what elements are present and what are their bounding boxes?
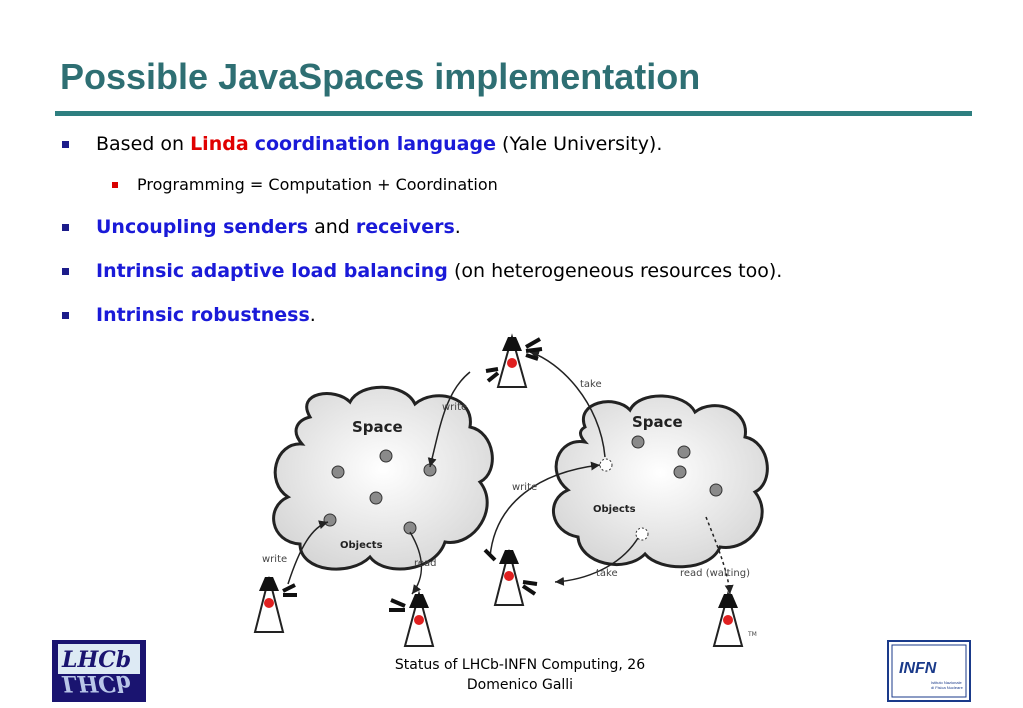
bullet-text: . (309, 304, 316, 326)
robustness-term: Intrinsic robustness (96, 304, 310, 326)
duke-mascot-bottom-right: TM (712, 590, 757, 647)
write-label-middle: write (512, 482, 537, 493)
footer-line2: Domenico Galli (466, 677, 574, 693)
bullet-robustness: Intrinsic robustness. (62, 304, 316, 326)
read-arrow (409, 531, 423, 595)
object-dot (709, 483, 723, 497)
object-dot (403, 521, 417, 535)
bullet-marker (62, 224, 69, 231)
svg-text:INFN: INFN (899, 660, 937, 677)
take-label-bottom: take (596, 568, 618, 579)
javaspaces-diagram: Space Objects Space Objects write take w… (253, 333, 769, 647)
bullet-marker (62, 141, 69, 148)
coordination-term: coordination language (254, 133, 496, 155)
write-arrow-top (427, 371, 471, 468)
duke-mascot-bottom-left (253, 576, 297, 633)
objects-label-right: Objects (593, 504, 636, 515)
bullet-load-balancing: Intrinsic adaptive load balancing (on he… (62, 260, 783, 282)
object-dot (379, 449, 393, 463)
svg-text:LHCb: LHCb (61, 647, 131, 673)
linda-term: Linda (190, 133, 249, 155)
bullet-marker (62, 268, 69, 275)
title-divider (55, 111, 972, 116)
bullet-linda: Based on Linda coordination language (Ya… (62, 133, 663, 155)
space-label-left: Space (352, 418, 403, 436)
space-cloud-right: Space Objects (552, 394, 769, 569)
objects-label-left: Objects (340, 540, 383, 551)
footer-line1: Status of LHCb-INFN Computing, 26 (394, 657, 646, 673)
write-arrow-middle (489, 461, 601, 558)
sub-bullet-marker (112, 182, 118, 188)
object-dot (369, 491, 383, 505)
bullet-text: . (454, 216, 461, 238)
taken-object-dot (635, 527, 649, 541)
infn-logo: INFN Istituto Nazionale di Fisica Nuclea… (887, 640, 971, 702)
receivers-term: receivers (355, 216, 455, 238)
sub-bullet-programming: Programming = Computation + Coordination (112, 175, 498, 194)
take-label-top: take (580, 379, 602, 390)
trademark-label: TM (747, 631, 757, 638)
taken-object-dot (599, 458, 613, 472)
write-label-left: write (262, 554, 287, 565)
load-balancing-term: Intrinsic adaptive load balancing (96, 260, 448, 282)
bullet-marker (62, 312, 69, 319)
slide-title: Possible JavaSpaces implementation (60, 56, 701, 97)
object-dot (631, 435, 645, 449)
read-waiting-label: read (waiting) (680, 568, 750, 579)
read-label: read (414, 558, 437, 569)
read-waiting-arrow (705, 516, 734, 595)
bullet-text: and (308, 216, 356, 238)
duke-mascot-bottom-middle (483, 548, 538, 606)
bullet-text: (Yale University). (496, 133, 663, 155)
object-dot (323, 513, 337, 527)
duke-mascot-bottom-center (389, 590, 435, 647)
object-dot (331, 465, 345, 479)
duke-mascot-top (485, 333, 543, 388)
write-arrow-left (287, 520, 329, 585)
sub-bullet-text: Programming = Computation + Coordination (137, 175, 498, 194)
bullet-text: (on heterogeneous resources too). (447, 260, 783, 282)
bullet-text: Based on (96, 133, 191, 155)
svg-text:di Fisica Nucleare: di Fisica Nucleare (931, 685, 964, 690)
uncoupling-term: Uncoupling senders (96, 216, 309, 238)
take-arrow-top (529, 350, 606, 458)
bullet-uncoupling: Uncoupling senders and receivers. (62, 216, 461, 238)
space-label-right: Space (632, 413, 683, 431)
svg-text:Istituto Nazionale: Istituto Nazionale (931, 680, 962, 685)
svg-text:LHCb: LHCb (61, 670, 131, 696)
take-arrow-bottom (554, 537, 639, 586)
object-dot (673, 465, 687, 479)
object-dot (677, 445, 691, 459)
write-label-top: write (442, 402, 467, 413)
lhcb-logo: LHCb LHCb (52, 640, 146, 702)
slide-footer: Status of LHCb-INFN Computing, 26 Domeni… (330, 655, 710, 695)
